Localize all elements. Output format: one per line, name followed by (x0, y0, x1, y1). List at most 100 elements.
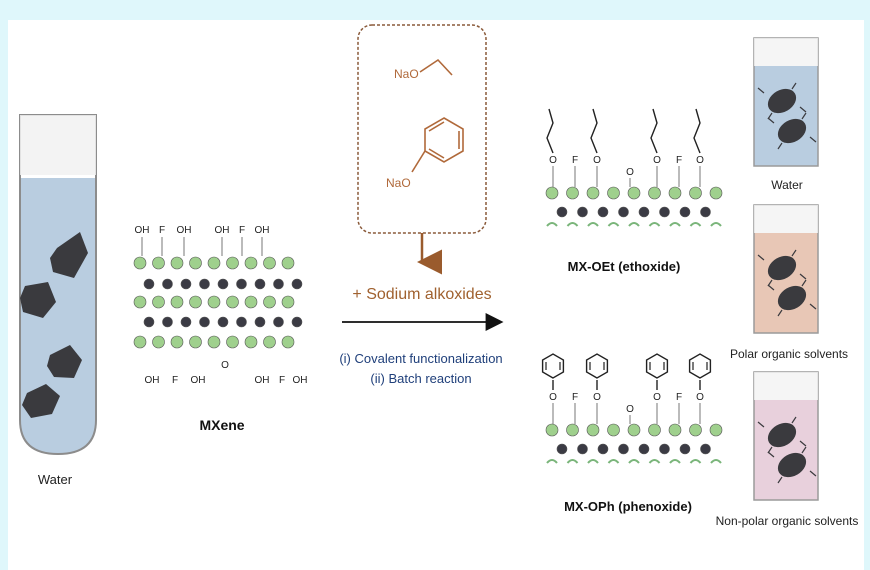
mx-atom (709, 186, 723, 200)
mxene-top-group: OH (255, 225, 270, 236)
mxene-atom (291, 316, 303, 328)
frame-right (864, 0, 870, 570)
mx-atom (586, 423, 600, 437)
mx-atom (638, 206, 650, 218)
mx-surface-group: O (626, 167, 634, 178)
mx-atom (659, 206, 670, 218)
mxene-atom (263, 256, 276, 270)
mx-atom-edge (607, 459, 620, 464)
mx-atom-edge (587, 459, 599, 464)
mx-atom (556, 443, 568, 455)
mx-surface-group: O (653, 155, 661, 166)
vials (753, 37, 819, 501)
vial-top-band (754, 38, 818, 66)
mxene-atom (217, 316, 229, 328)
mxene-atom (152, 295, 165, 309)
mx-atom (689, 186, 702, 200)
condition-covalent-functionalization: (i) Covalent functionalization (339, 351, 502, 366)
mxene-atom (263, 335, 276, 349)
mx-atom-edge (587, 222, 599, 227)
mx-atom (586, 186, 600, 200)
mxene-atom (281, 335, 295, 349)
mxene-atom (199, 316, 210, 328)
mxene-flakes (20, 232, 88, 418)
mxene-bottom-group: O (221, 360, 229, 371)
mx-surface-group: O (653, 392, 661, 403)
mxene-atom (143, 316, 155, 328)
mx-atom (618, 206, 629, 218)
mx-surface-group: F (572, 392, 578, 403)
frame-left (0, 0, 8, 570)
mx-atom (648, 423, 661, 437)
mxene-atom (133, 295, 147, 309)
mx-atom (545, 186, 559, 200)
dispersed-mxene-flake (767, 422, 797, 448)
mx-atom (577, 443, 588, 455)
mxene-atom (170, 335, 184, 349)
mxene-atom (162, 278, 173, 290)
mx-atom (709, 423, 723, 437)
mxene-atom (199, 278, 210, 290)
mxene-atom (207, 256, 221, 270)
dispersed-mxene-flake (777, 452, 807, 478)
mx-atom-edge (648, 459, 661, 464)
mxene-atom (189, 295, 202, 309)
mx-atom (648, 186, 661, 200)
flake-edge (767, 446, 817, 484)
mx-atom (597, 206, 609, 218)
mx-atom-edge (669, 459, 681, 464)
mx-surface-group: F (676, 392, 682, 403)
phenyl-ring (541, 353, 565, 379)
vial-top-band (754, 205, 818, 233)
dispersed-mxene-flake (767, 255, 797, 281)
mx-atom (607, 423, 620, 437)
mx-atom (627, 423, 641, 437)
mx-atom (566, 186, 579, 200)
tube-glass (19, 114, 97, 456)
mxene-flake (20, 282, 56, 318)
mx-atom (700, 206, 711, 218)
mx-atom (679, 443, 691, 455)
mx-atom (597, 443, 609, 455)
mxene-atom (207, 335, 221, 349)
mxene-atom (244, 335, 258, 349)
vial-label-nonpolar: Non-polar organic solvents (716, 514, 859, 528)
mx-atom (679, 206, 691, 218)
mx-surface-group: F (676, 155, 682, 166)
dispersed-mxene-flake (767, 88, 797, 114)
flake-edge (757, 82, 807, 120)
mx-atom-edge (669, 222, 681, 227)
mx-atom (668, 186, 682, 200)
mx-atom-edge (628, 459, 640, 464)
sodium-phenoxide-formula: NaO (386, 176, 411, 190)
mxene-atom (143, 278, 155, 290)
mxene-atom (254, 316, 266, 328)
reagent-box: NaO NaO (357, 24, 487, 234)
mxene-top-group: OH (177, 225, 192, 236)
left-tube-label: Water (38, 472, 73, 487)
mx-surface-group: F (572, 155, 578, 166)
mxene-atom (189, 335, 202, 349)
mxene-atom (236, 278, 247, 290)
mxene-bottom-group: OH (293, 375, 308, 386)
mxene-top-group: OH (135, 225, 150, 236)
mxene-flake (50, 232, 88, 278)
mxene-bottom-group: F (279, 375, 285, 386)
ethoxide-chain (419, 58, 453, 76)
mx-surface-group: O (626, 404, 634, 415)
phenyl-ring (645, 353, 669, 379)
mx-atom (545, 423, 559, 437)
mxene-atom (170, 295, 184, 309)
tube-top-band (20, 115, 96, 175)
ethyl-chain (590, 108, 598, 154)
mxene-atom (236, 316, 247, 328)
mx-atom-edge (689, 459, 702, 464)
vial-label-water: Water (771, 178, 803, 192)
mxene-bottom-group: OH (191, 375, 206, 386)
vial-label-polar: Polar organic solvents (730, 347, 848, 361)
mx-oet-label: MX-OEt (ethoxide) (568, 259, 681, 274)
